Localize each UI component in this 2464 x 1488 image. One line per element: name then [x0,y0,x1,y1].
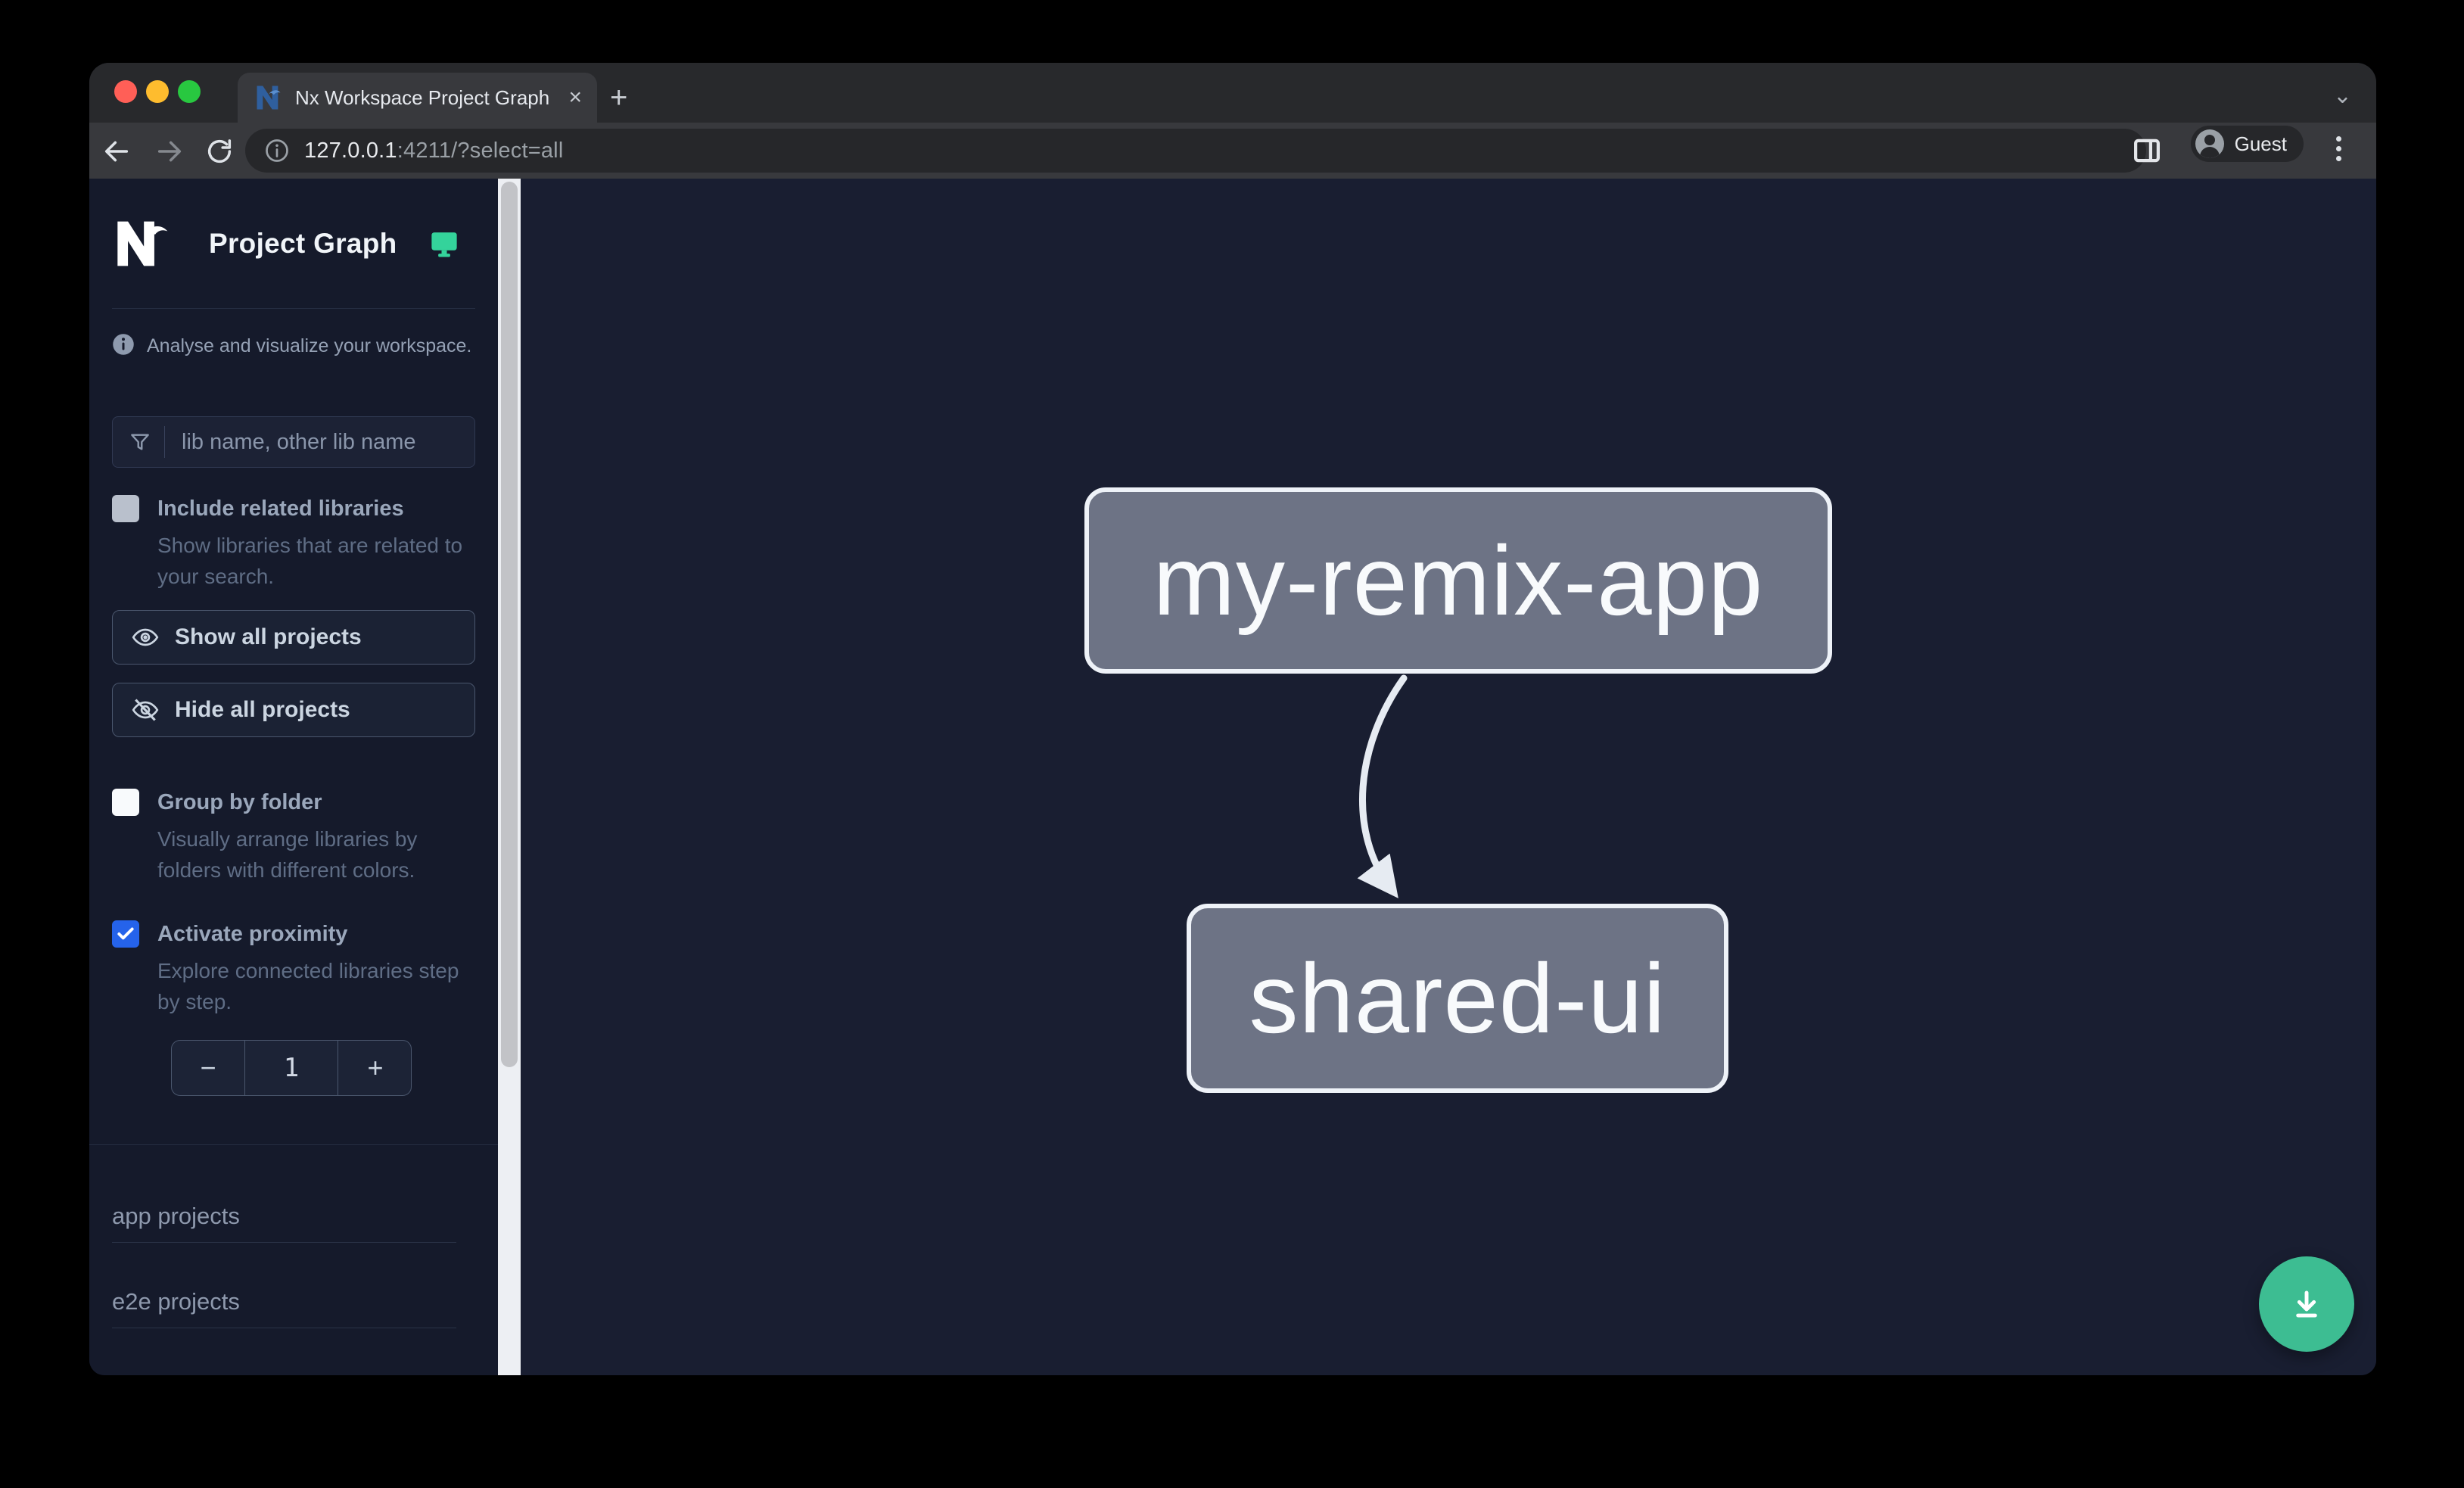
proximity-value[interactable]: 1 [244,1041,338,1095]
section-app-projects[interactable]: app projects [112,1203,456,1243]
option-group-by-folder[interactable]: Group by folder Visually arrange librari… [112,787,475,886]
activate-proximity-checkbox[interactable] [112,920,139,948]
info-icon [113,334,134,355]
option-label: Group by folder [157,790,322,814]
url-bar[interactable]: 127.0.0.1:4211/?select=all [245,129,2146,173]
option-label: Include related libraries [157,497,404,521]
button-label: Hide all projects [175,697,350,722]
tab-title: Nx Workspace Project Graph [295,86,550,109]
zoom-window-button[interactable] [178,80,201,103]
sidebar-divider [89,1144,498,1145]
back-button[interactable] [101,136,132,167]
option-include-related[interactable]: Include related libraries Show libraries… [112,493,475,592]
download-icon [2296,1290,2317,1318]
increment-button[interactable]: + [367,1052,384,1083]
tab-search-chevron-icon[interactable]: ⌄ [2332,83,2352,108]
include-related-checkbox[interactable] [112,495,139,522]
download-graph-button[interactable] [2259,1256,2354,1352]
reload-button[interactable] [204,136,235,167]
filter-icon [131,434,149,450]
tagline: Analyse and visualize your workspace. [147,335,472,356]
url-host: 127.0.0.1 [304,138,397,163]
forward-button[interactable] [154,136,185,167]
sidebar-header: Project Graph [112,179,475,309]
tagline-row: Analyse and visualize your workspace. [112,333,475,357]
checkmark-icon [117,927,134,940]
graph-node-shared-ui[interactable]: shared-ui [1187,904,1728,1093]
eye-off-icon [132,699,159,721]
tab-strip: Nx Workspace Project Graph × + ⌄ [89,63,2376,123]
section-e2e-projects[interactable]: e2e projects [112,1288,456,1328]
new-tab-button[interactable]: + [610,81,628,114]
url-path: :4211/?select=all [397,138,564,163]
avatar [2195,129,2224,158]
proximity-stepper: − 1 + [171,1040,412,1096]
option-activate-proximity[interactable]: Activate proximity Explore connected lib… [112,919,475,1017]
filter-box [112,416,475,468]
filter-separator [164,426,165,458]
monitor-icon[interactable] [428,228,460,260]
hide-all-projects-button[interactable]: Hide all projects [112,683,475,737]
dependency-edge [1357,674,1408,898]
profile-button[interactable]: Guest [2190,126,2304,162]
tab-close-icon[interactable]: × [568,85,582,110]
browser-menu-button[interactable] [2335,136,2341,167]
page-content: Project Graph Analyse and visualize your… [89,179,2376,1375]
minimize-window-button[interactable] [146,80,169,103]
eye-icon [132,628,159,646]
option-description: Visually arrange libraries by folders wi… [157,827,418,882]
option-description: Show libraries that are related to your … [157,534,463,588]
show-all-projects-button[interactable]: Show all projects [112,610,475,665]
decrement-button[interactable]: − [200,1052,216,1083]
option-description: Explore connected libraries step by step… [157,959,459,1013]
filter-input[interactable] [180,428,468,456]
button-label: Show all projects [175,624,362,649]
sidebar: Project Graph Analyse and visualize your… [89,179,498,1375]
graph-canvas[interactable]: my-remix-app shared-ui [521,179,2376,1375]
browser-toolbar: 127.0.0.1:4211/?select=all Guest [89,123,2376,179]
nx-logo [117,221,168,266]
sidebar-scrollbar[interactable] [498,179,521,1375]
url-text: 127.0.0.1:4211/?select=all [304,139,563,163]
scrollbar-thumb[interactable] [501,182,518,1067]
close-window-button[interactable] [114,80,137,103]
side-panel-button[interactable] [2131,135,2163,167]
group-by-folder-checkbox[interactable] [112,789,139,816]
profile-label: Guest [2234,132,2287,155]
browser-window: Nx Workspace Project Graph × + ⌄ 127.0.0… [89,63,2376,1375]
page-title: Project Graph [209,227,397,259]
traffic-lights [114,80,201,103]
site-info-icon[interactable] [263,137,291,164]
browser-tab[interactable]: Nx Workspace Project Graph × [238,73,597,123]
option-label: Activate proximity [157,922,348,946]
nx-favicon-icon [257,86,281,110]
graph-node-my-remix-app[interactable]: my-remix-app [1084,487,1832,674]
